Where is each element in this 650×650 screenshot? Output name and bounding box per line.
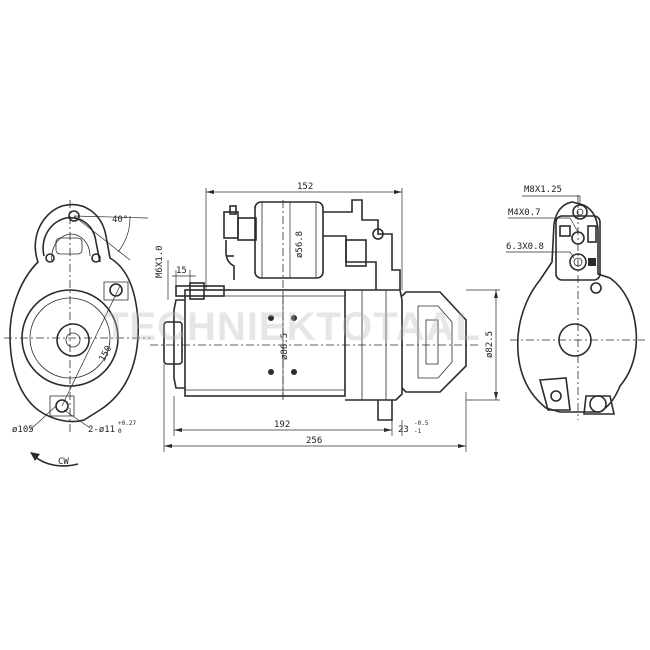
thread-label: M6X1.0 [155, 245, 165, 278]
watermark-text: TECHNIEKTOTAAL [104, 305, 481, 349]
terminal-length-label: 15 [176, 266, 187, 276]
holes-label: 2-ø11 [88, 425, 115, 435]
body-diameter-label: ø86.5 [280, 333, 290, 360]
flange-tol-upper: -0.5 [414, 420, 429, 427]
solenoid-diameter-label: ø56.8 [295, 231, 305, 258]
nose-diameter-label: ø82.5 [485, 331, 495, 358]
flange-tol-lower: -1 [414, 428, 422, 435]
main-terminal-label: M8X1.25 [524, 185, 562, 195]
rear-view: M8X1.25 M4X0.7 6.3X0.8 [506, 185, 645, 420]
small-terminal-label: M4X0.7 [508, 208, 541, 218]
top-length-label: 152 [297, 182, 313, 192]
flange-thickness-label: 23 [398, 425, 409, 435]
mount-length-label: 192 [274, 420, 290, 430]
rotation-label: CW [58, 457, 69, 467]
spade-terminal-label: 6.3X0.8 [506, 242, 544, 252]
total-length-label: 256 [306, 436, 322, 446]
flange-diameter-label: ø105 [12, 425, 34, 435]
holes-tol-upper: +0.27 [118, 420, 136, 427]
front-view: 40° 150 ø105 2-ø11 +0.27 0 CW [4, 200, 150, 467]
side-view: 152 ø56.8 M6X1.0 15 ø86.5 ø82.5 192 256 … [150, 182, 500, 452]
angle-label: 40° [112, 215, 128, 225]
holes-tol-lower: 0 [118, 428, 122, 435]
